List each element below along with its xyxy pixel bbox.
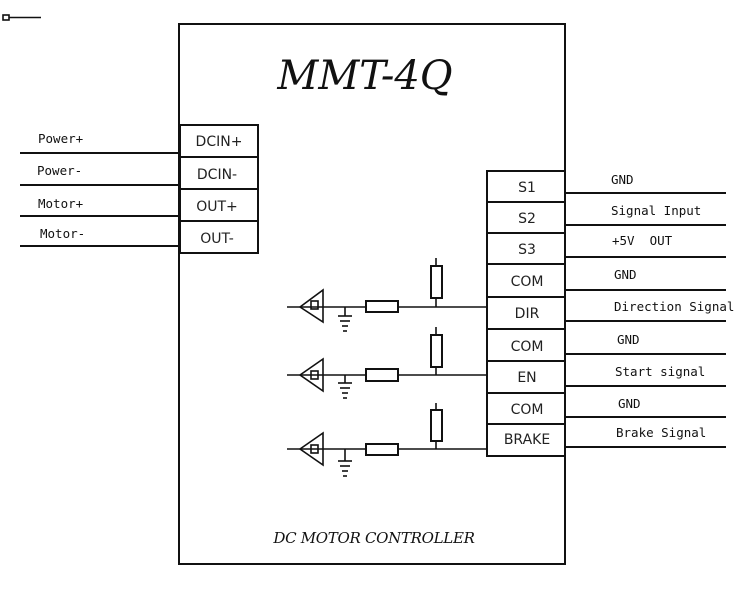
terminal-label: COM <box>511 274 544 290</box>
optocoupler-icon <box>298 431 324 467</box>
signal-label: GND <box>614 267 637 282</box>
terminal-brake <box>486 423 566 457</box>
resistor-icon <box>365 443 399 456</box>
terminal-s2 <box>486 201 566 234</box>
corner-stub <box>2 14 41 21</box>
optocoupler-icon <box>298 288 324 324</box>
terminal-label: COM <box>511 402 544 418</box>
controller-model-title: MMT-4Q <box>276 53 452 99</box>
pullup-resistor-icon <box>430 334 443 368</box>
terminal-label: DIR <box>515 306 540 322</box>
pullup-resistor-icon <box>430 409 443 442</box>
signal-label: +5V OUT <box>612 233 673 248</box>
terminal-label: OUT- <box>200 231 234 247</box>
resistor-icon <box>365 368 399 382</box>
left-terminal-block: DCIN+ DCIN- OUT+ OUT- <box>179 124 259 254</box>
terminal-out-minus <box>179 220 259 254</box>
terminal-label: S3 <box>518 242 536 258</box>
signal-label: GND <box>611 172 634 187</box>
controller-caption: DC MOTOR CONTROLLER <box>272 529 474 547</box>
right-terminal-block: S1 S2 S3 COM DIR COM EN COM BRAKE <box>486 170 566 457</box>
terminal-com-2 <box>486 328 566 362</box>
terminal-label: OUT+ <box>196 199 238 215</box>
right-wires: GND Signal Input +5V OUT GND Direction S… <box>565 172 734 448</box>
signal-label: Signal Input <box>611 203 701 218</box>
resistor-icon <box>365 300 399 313</box>
terminal-dcin-plus <box>179 124 259 158</box>
optocoupler-icon <box>298 357 324 393</box>
signal-label: GND <box>617 332 640 347</box>
signal-label: Direction Signal <box>614 299 734 314</box>
terminal-com-1 <box>486 263 566 298</box>
en-input-circuit <box>287 327 487 399</box>
dir-input-circuit <box>287 258 487 332</box>
terminal-en <box>486 360 566 394</box>
terminal-label: DCIN- <box>197 167 237 183</box>
brake-input-circuit <box>287 403 487 477</box>
signal-label: GND <box>618 396 641 411</box>
signal-label: Motor+ <box>38 196 83 211</box>
terminal-label: S2 <box>518 211 536 227</box>
pullup-resistor-icon <box>430 265 443 299</box>
terminal-label: EN <box>517 370 536 386</box>
signal-label: Start signal <box>615 364 705 379</box>
terminal-dir <box>486 296 566 330</box>
signal-label: Brake Signal <box>616 425 706 440</box>
terminal-s1 <box>486 170 566 203</box>
terminal-label: COM <box>511 339 544 355</box>
signal-label: Motor- <box>40 226 85 241</box>
terminal-label: BRAKE <box>504 432 550 448</box>
terminal-s3 <box>486 232 566 265</box>
left-wires: Power+ Power- Motor+ Motor- <box>20 131 180 247</box>
signal-label: Power- <box>37 163 82 178</box>
signal-label: Power+ <box>38 131 83 146</box>
terminal-label: S1 <box>518 180 536 196</box>
terminal-label: DCIN+ <box>196 134 243 150</box>
